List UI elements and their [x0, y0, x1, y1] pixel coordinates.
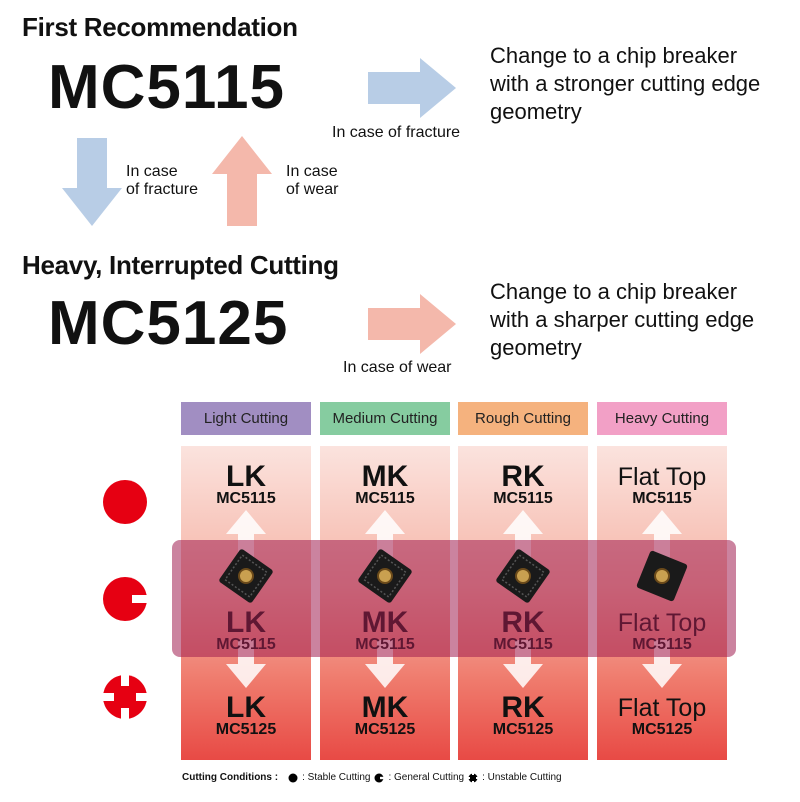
down-arrow-label: In case of fracture	[126, 163, 198, 199]
chip-breaker-name: RK	[501, 460, 545, 493]
first-note-line: Change to a chip breaker	[490, 43, 738, 68]
up-arrow-wear-icon	[212, 136, 272, 226]
heavy-cutting-heading: Heavy, Interrupted Cutting	[22, 250, 339, 280]
legend-unstable: : Unstable Cutting	[482, 772, 562, 783]
chip-breaker-name: MK	[361, 691, 409, 724]
legend-unstable-icon	[468, 772, 479, 783]
right-arrow-fracture-icon	[368, 58, 456, 118]
legend-title: Cutting Conditions :	[182, 772, 279, 783]
grade-name: MC5125	[492, 721, 554, 738]
legend-stable-icon	[288, 773, 298, 782]
first-note-line: with a stronger cutting edge	[490, 71, 761, 96]
grade-name: MC5125	[631, 721, 693, 738]
grade-name: MC5115	[216, 490, 276, 507]
down-label-line: In case	[126, 163, 178, 180]
general-cutting-band	[172, 540, 736, 657]
arrow-label-wear: In case of wear	[343, 359, 452, 376]
chip-breaker-name: LK	[226, 460, 266, 493]
chip-breaker-name: RK	[501, 691, 545, 724]
first-note: Change to a chip breaker with a stronger…	[490, 42, 760, 126]
cnmg-insert-icon	[358, 549, 412, 603]
heavy-note-line: Change to a chip breaker	[490, 279, 738, 304]
chip-breaker-name: Flat Top	[617, 694, 707, 722]
chip-breaker-name: MK	[361, 460, 409, 493]
grade-name: MC5115	[493, 490, 553, 507]
up-label-line: In case	[286, 163, 338, 180]
right-arrow-wear-icon	[368, 294, 456, 354]
legend-general-icon	[374, 773, 385, 782]
column-header: Rough Cutting	[458, 402, 588, 435]
first-note-line: geometry	[490, 99, 582, 124]
chip-breaker-name: LK	[226, 691, 266, 724]
legend: Cutting Conditions : : Stable Cutting : …	[182, 772, 562, 783]
first-grade: MC5115	[48, 53, 285, 122]
cnmg-insert-icon	[219, 549, 273, 603]
down-arrow-fracture-icon	[62, 138, 122, 226]
grade-name: MC5125	[215, 721, 277, 738]
heavy-grade: MC5125	[48, 289, 289, 358]
column-header: Light Cutting	[181, 402, 311, 435]
grade-name: MC5115	[355, 490, 415, 507]
heavy-note-line: geometry	[490, 335, 582, 360]
column-header: Medium Cutting	[320, 402, 450, 435]
heavy-note-line: with a sharper cutting edge	[490, 307, 755, 332]
chip-breaker-name: Flat Top	[617, 463, 707, 491]
legend-general: : General Cutting	[388, 772, 465, 783]
down-label-line: of fracture	[126, 181, 199, 198]
column-header: Heavy Cutting	[597, 402, 727, 435]
up-label-line: of wear	[286, 181, 339, 198]
flat-top-insert-icon	[636, 550, 688, 602]
heavy-note: Change to a chip breaker with a sharper …	[490, 278, 754, 362]
grade-name: MC5115	[632, 490, 692, 507]
stable-cutting-icon	[103, 480, 147, 524]
arrow-label-fracture: In case of fracture	[332, 124, 461, 141]
grade-name: MC5125	[354, 721, 416, 738]
cnmg-insert-icon	[496, 549, 550, 603]
unstable-cutting-icon	[102, 674, 148, 720]
up-arrow-label: In case of wear	[286, 163, 338, 199]
legend-stable: : Stable Cutting	[302, 772, 371, 783]
general-cutting-icon	[103, 577, 148, 621]
first-recommendation-heading: First Recommendation	[22, 12, 298, 42]
